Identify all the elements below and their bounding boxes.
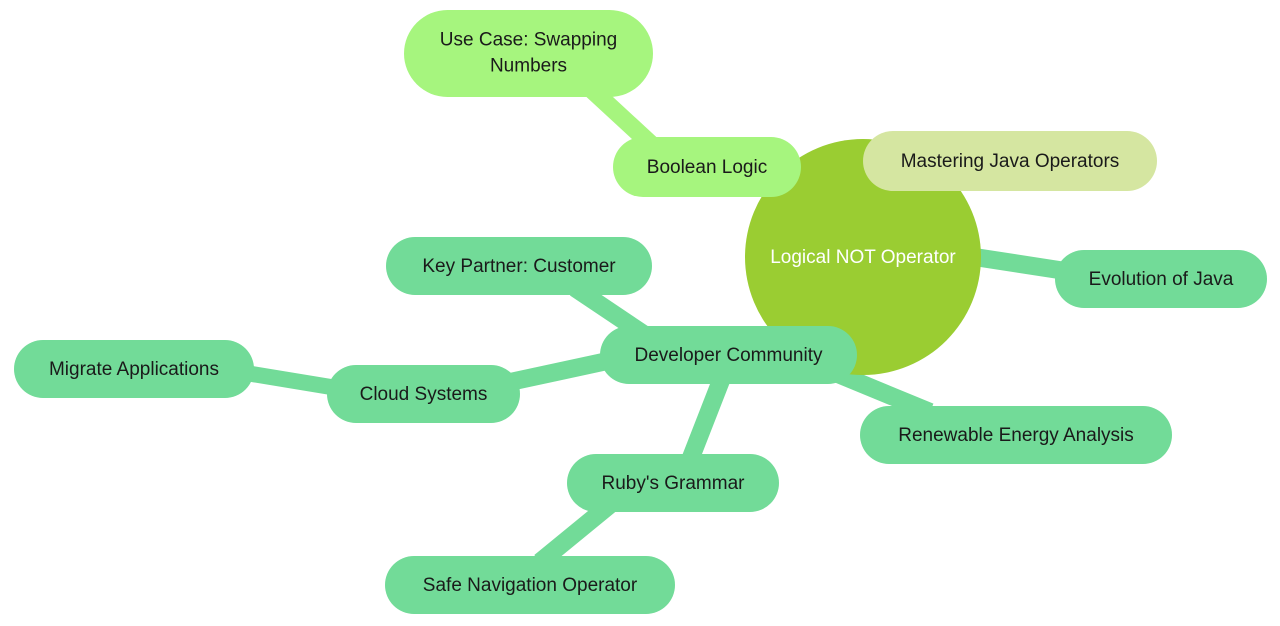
node-shape-safe-navigation-operator[interactable] — [385, 556, 675, 614]
edge-developer-community-to-renewable-energy-analysis — [834, 365, 934, 421]
root-node-shape[interactable] — [745, 139, 981, 375]
node-shape-mastering-java-operators[interactable] — [863, 131, 1157, 191]
node-safe-navigation-operator[interactable]: Safe Navigation Operator — [385, 556, 675, 614]
node-shape-rubys-grammar[interactable] — [567, 454, 779, 512]
edge-cloud-systems-to-migrate-applications — [238, 364, 339, 396]
node-shape-boolean-logic[interactable] — [613, 137, 801, 197]
node-shape-use-case-swapping-numbers[interactable] — [404, 10, 653, 97]
node-shape-evolution-of-java[interactable] — [1055, 250, 1267, 308]
edge-developer-community-to-cloud-systems — [508, 351, 614, 391]
node-shape-migrate-applications[interactable] — [14, 340, 254, 398]
node-developer-community[interactable]: Developer Community — [600, 326, 857, 384]
node-mastering-java-operators[interactable]: Mastering Java Operators — [863, 131, 1157, 191]
edge-rubys-grammar-to-safe-navigation-operator — [534, 496, 618, 569]
node-shape-developer-community[interactable] — [600, 326, 857, 384]
node-shape-cloud-systems[interactable] — [327, 365, 520, 423]
node-evolution-of-java[interactable]: Evolution of Java — [1055, 250, 1267, 308]
edge-developer-community-to-rubys-grammar — [681, 374, 731, 464]
node-rubys-grammar[interactable]: Ruby's Grammar — [567, 454, 779, 512]
node-boolean-logic[interactable]: Boolean Logic — [613, 137, 801, 197]
node-cloud-systems[interactable]: Cloud Systems — [327, 365, 520, 423]
node-shape-key-partner-customer[interactable] — [386, 237, 652, 295]
node-key-partner-customer[interactable]: Key Partner: Customer — [386, 237, 652, 295]
node-migrate-applications[interactable]: Migrate Applications — [14, 340, 254, 398]
node-renewable-energy-analysis[interactable]: Renewable Energy Analysis — [860, 406, 1172, 464]
node-shape-renewable-energy-analysis[interactable] — [860, 406, 1172, 464]
